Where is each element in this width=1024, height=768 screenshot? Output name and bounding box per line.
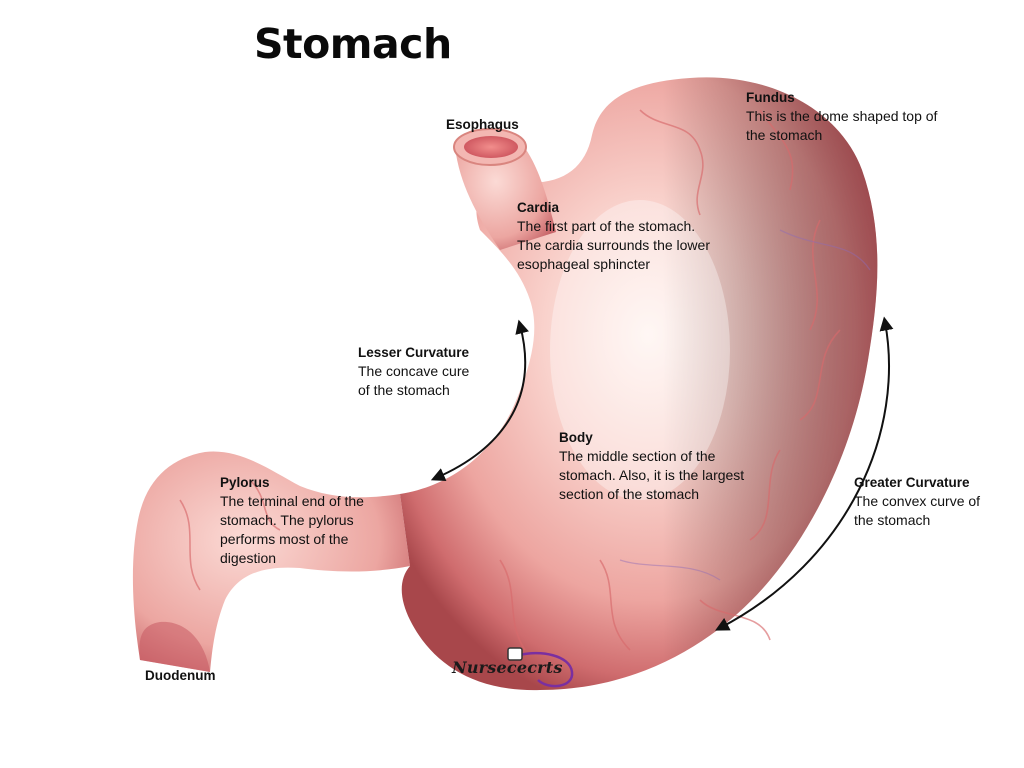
lesser-curvature-description-line: of the stomach bbox=[358, 382, 450, 398]
lesser-curvature-description-line: The concave cure bbox=[358, 363, 470, 379]
esophagus-label: Esophagus bbox=[446, 117, 519, 132]
greater-curvature-annotation: Greater Curvature The convex curve of th… bbox=[854, 473, 980, 530]
pylorus-description-line: digestion bbox=[220, 550, 277, 566]
cardia-description-line: esophageal sphincter bbox=[517, 256, 651, 272]
pylorus-label: Pylorus bbox=[220, 475, 270, 490]
body-description-line: The middle section of the bbox=[559, 448, 716, 464]
cardia-label: Cardia bbox=[517, 200, 560, 215]
body-description-line: stomach. Also, it is the largest bbox=[559, 467, 745, 483]
body-annotation: Body The middle section of the stomach. … bbox=[559, 428, 744, 504]
lesser-curvature-arrow bbox=[430, 319, 529, 482]
watermark-logo-text: Nursececrts bbox=[452, 658, 563, 677]
cardia-description-line: The first part of the stomach. bbox=[517, 218, 696, 234]
lesser-curvature-label: Lesser Curvature bbox=[358, 345, 470, 360]
pylorus-annotation: Pylorus The terminal end of the stomach.… bbox=[220, 473, 364, 568]
body-description-line: section of the stomach bbox=[559, 486, 700, 502]
greater-curvature-arrow bbox=[715, 316, 894, 631]
body-label: Body bbox=[559, 430, 593, 445]
page-title: Stomach bbox=[254, 20, 452, 68]
duodenum-label: Duodenum bbox=[145, 668, 216, 683]
duodenum-shape bbox=[132, 451, 410, 672]
greater-curvature-label: Greater Curvature bbox=[854, 475, 970, 490]
cardia-description-line: The cardia surrounds the lower bbox=[517, 237, 710, 253]
pylorus-description-line: stomach. The pylorus bbox=[220, 512, 354, 528]
fundus-description-line: the stomach bbox=[746, 127, 823, 143]
lesser-curvature-annotation: Lesser Curvature The concave cure of the… bbox=[358, 343, 469, 400]
pylorus-description-line: performs most of the bbox=[220, 531, 349, 547]
pylorus-description-line: The terminal end of the bbox=[220, 493, 364, 509]
fundus-label: Fundus bbox=[746, 90, 795, 105]
stethoscope-logo bbox=[507, 647, 574, 688]
greater-curvature-description-line: the stomach bbox=[854, 512, 931, 528]
greater-curvature-description-line: The convex curve of bbox=[854, 493, 981, 509]
fundus-annotation: Fundus This is the dome shaped top of th… bbox=[746, 88, 937, 145]
fundus-description-line: This is the dome shaped top of bbox=[746, 108, 938, 124]
cardia-annotation: Cardia The first part of the stomach. Th… bbox=[517, 198, 710, 274]
